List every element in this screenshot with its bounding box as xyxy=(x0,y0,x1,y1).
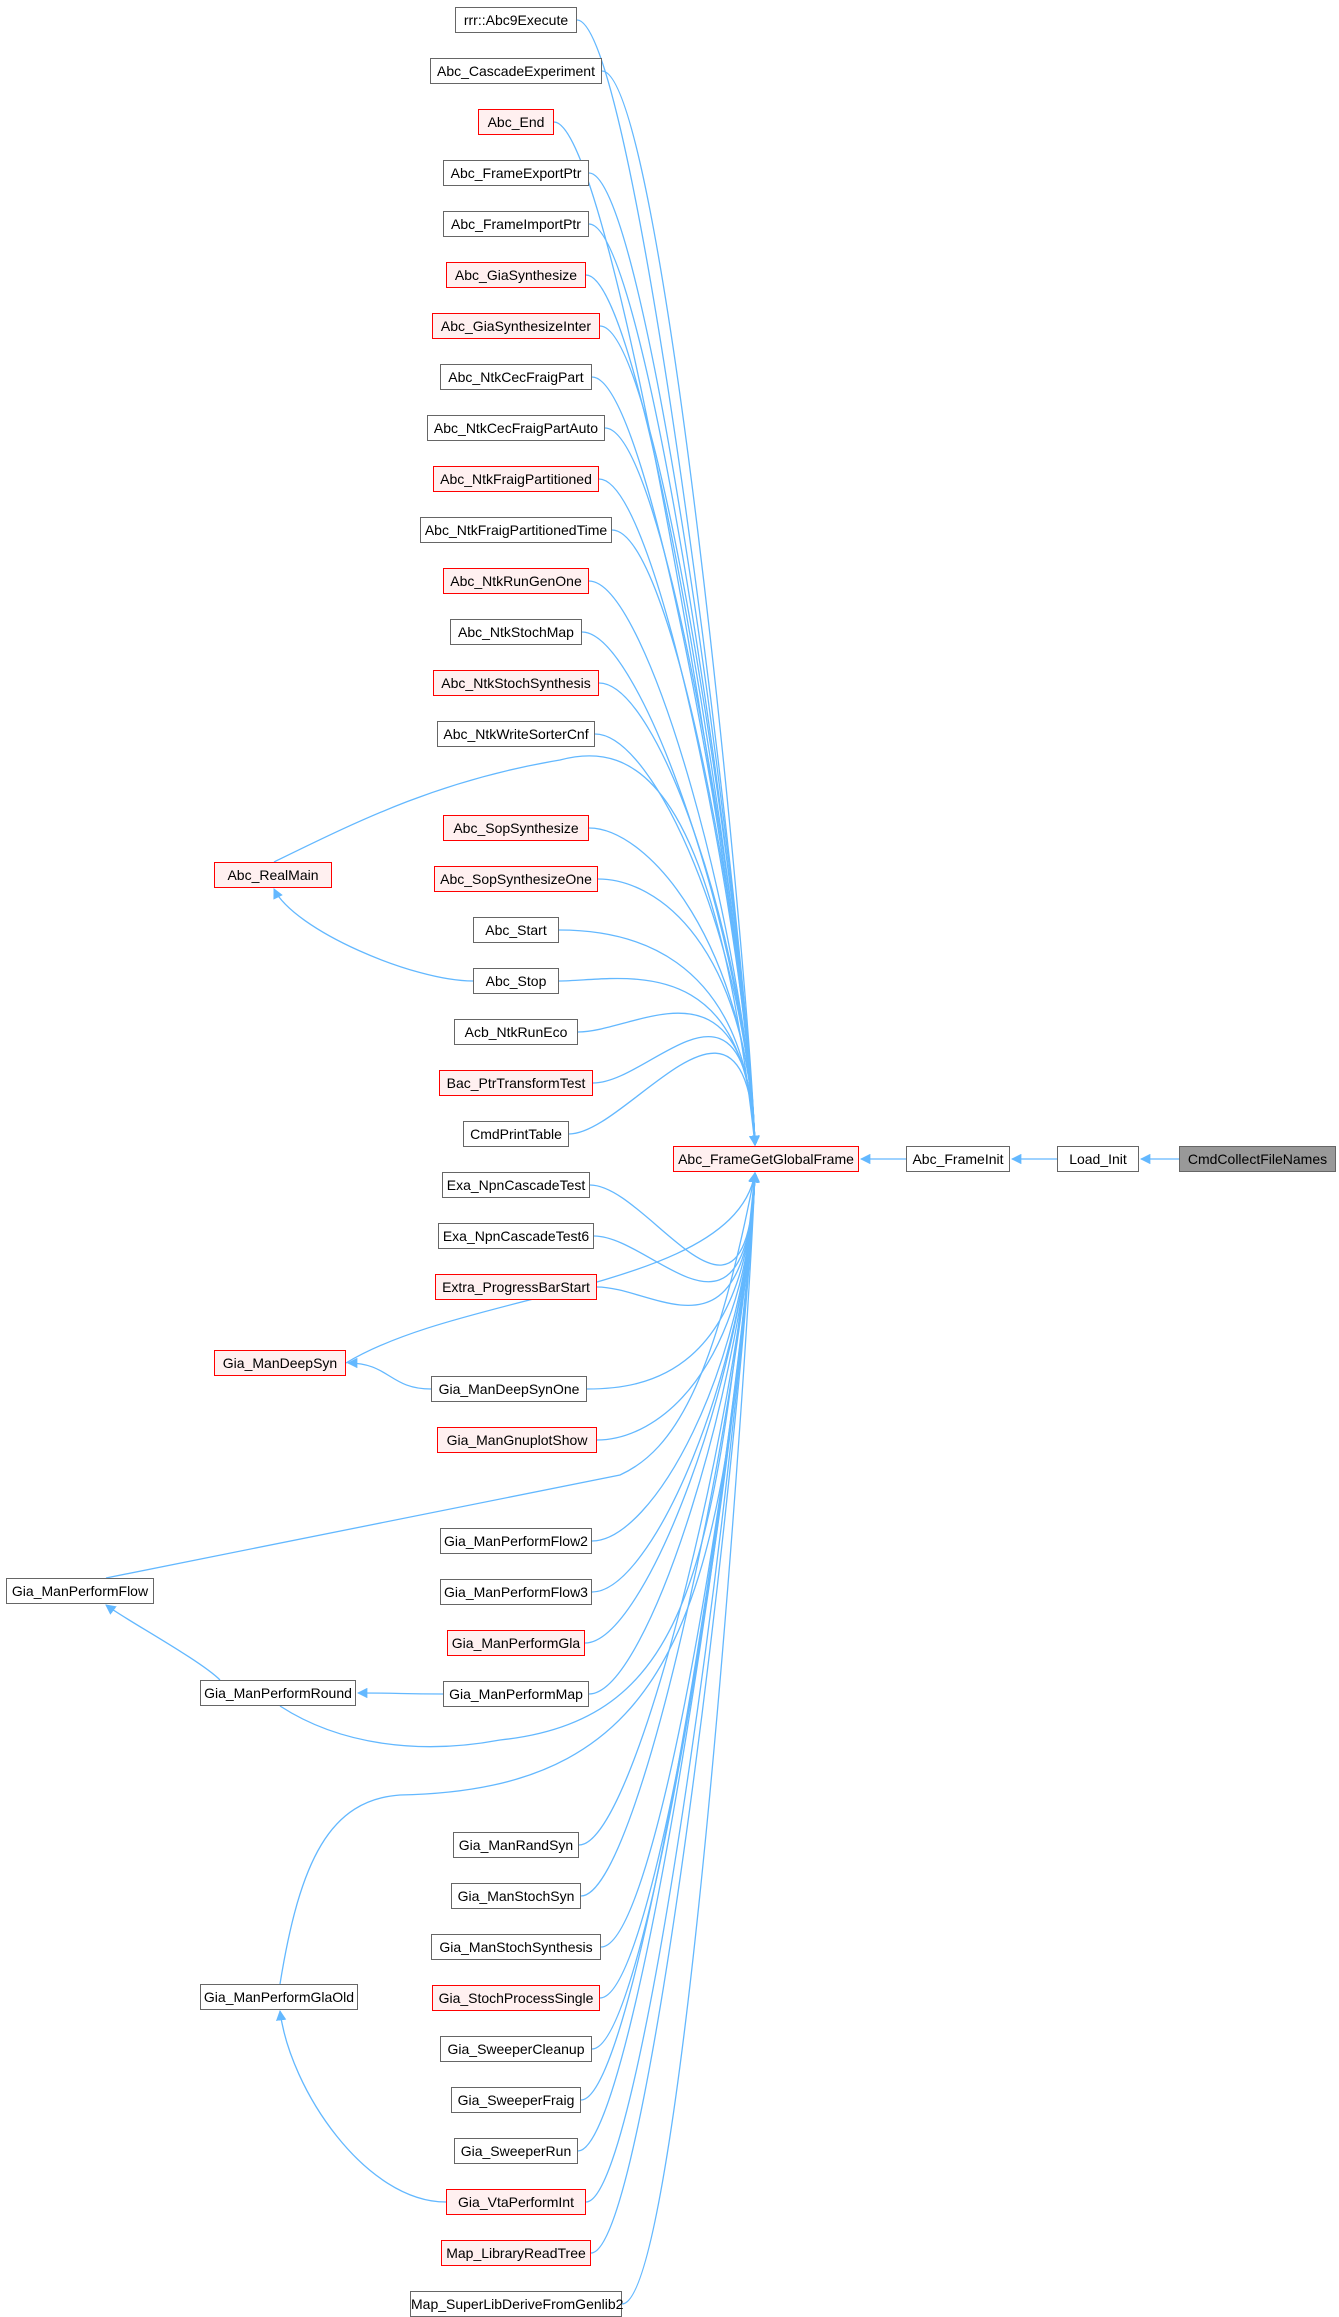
edge-superlib-to-getglobal xyxy=(621,1171,760,2305)
edge-realmain-to-stop xyxy=(273,888,474,982)
edge-cmdprint-to-getglobal xyxy=(568,1052,760,1147)
node-start[interactable]: Abc_Start xyxy=(473,917,559,943)
edge-sopsynone-to-getglobal xyxy=(597,878,760,1147)
node-performgla[interactable]: Gia_ManPerformGla xyxy=(447,1630,585,1656)
edge-fraigparttime-to-getglobal xyxy=(611,529,760,1147)
edge-deepsynone-to-deepsyn xyxy=(346,1357,432,1390)
edge-exanpn-to-getglobal xyxy=(589,1171,760,1266)
node-end[interactable]: Abc_End xyxy=(478,109,554,135)
edge-progress-to-getglobal xyxy=(596,1171,760,1306)
node-cecpart[interactable]: Abc_NtkCecFraigPart xyxy=(440,364,592,390)
node-vtaperform[interactable]: Gia_VtaPerformInt xyxy=(446,2189,586,2215)
edge-cecpartauto-to-getglobal xyxy=(604,427,760,1147)
edge-cascade-to-getglobal xyxy=(601,70,760,1147)
edge-performflow-to-getglobal xyxy=(105,1171,759,1579)
edges xyxy=(105,19,1179,2305)
node-performround[interactable]: Gia_ManPerformRound xyxy=(200,1680,356,1706)
node-getglobal[interactable]: Abc_FrameGetGlobalFrame xyxy=(673,1146,859,1172)
node-cmdprint[interactable]: CmdPrintTable xyxy=(463,1121,569,1147)
node-stochsynth[interactable]: Abc_NtkStochSynthesis xyxy=(433,670,599,696)
node-exanpn[interactable]: Exa_NpnCascadeTest xyxy=(442,1172,590,1198)
node-frameinit[interactable]: Abc_FrameInit xyxy=(906,1146,1010,1172)
node-stochsynthesis[interactable]: Gia_ManStochSynthesis xyxy=(431,1934,601,1960)
node-root[interactable]: CmdCollectFileNames xyxy=(1179,1146,1336,1172)
node-progress[interactable]: Extra_ProgressBarStart xyxy=(435,1274,597,1300)
node-swrun[interactable]: Gia_SweeperRun xyxy=(454,2138,578,2164)
node-performglaold[interactable]: Gia_ManPerformGlaOld xyxy=(200,1984,358,2010)
edge-rrr-to-getglobal xyxy=(576,19,760,1147)
edge-performmap-to-performround xyxy=(356,1687,444,1699)
node-stochproc[interactable]: Gia_StochProcessSingle xyxy=(432,1985,600,2011)
edge-bacptr-to-getglobal xyxy=(592,1035,760,1147)
node-performflow3[interactable]: Gia_ManPerformFlow3 xyxy=(440,1579,592,1605)
node-swfraig[interactable]: Gia_SweeperFraig xyxy=(451,2087,581,2113)
node-realmain[interactable]: Abc_RealMain xyxy=(214,862,332,888)
node-cecpartauto[interactable]: Abc_NtkCecFraigPartAuto xyxy=(427,415,605,441)
node-runeco[interactable]: Acb_NtkRunEco xyxy=(454,1019,578,1045)
node-fimport[interactable]: Abc_FrameImportPtr xyxy=(443,211,589,237)
edge-stop-to-getglobal xyxy=(558,977,760,1147)
node-sopsynone[interactable]: Abc_SopSynthesizeOne xyxy=(434,866,598,892)
edge-writesorter-to-getglobal xyxy=(594,733,760,1147)
node-fraigparttime[interactable]: Abc_NtkFraigPartitionedTime xyxy=(420,517,612,543)
node-deepsyn[interactable]: Gia_ManDeepSyn xyxy=(214,1350,346,1376)
node-stochmap[interactable]: Abc_NtkStochMap xyxy=(450,619,582,645)
edge-stochsynthesis-to-getglobal xyxy=(600,1171,760,1948)
node-performflow2[interactable]: Gia_ManPerformFlow2 xyxy=(440,1528,592,1554)
node-giasyn[interactable]: Abc_GiaSynthesize xyxy=(446,262,586,288)
edge-realmain-to-getglobal xyxy=(273,755,760,1147)
node-bacptr[interactable]: Bac_PtrTransformTest xyxy=(439,1070,593,1096)
node-performflow[interactable]: Gia_ManPerformFlow xyxy=(6,1578,154,1604)
node-rrr[interactable]: rrr::Abc9Execute xyxy=(455,7,577,33)
node-sopsyn[interactable]: Abc_SopSynthesize xyxy=(443,815,589,841)
edge-performglaold-to-vtaperform xyxy=(276,2009,447,2203)
node-fraigpart[interactable]: Abc_NtkFraigPartitioned xyxy=(433,466,599,492)
node-superlib[interactable]: Map_SuperLibDeriveFromGenlib2 xyxy=(410,2291,623,2317)
node-randsyn[interactable]: Gia_ManRandSyn xyxy=(453,1832,579,1858)
edge-performflow-to-performround xyxy=(105,1604,221,1681)
node-rungenone[interactable]: Abc_NtkRunGenOne xyxy=(443,568,589,594)
node-stop[interactable]: Abc_Stop xyxy=(473,968,559,994)
edge-performglaold-to-getglobal xyxy=(279,1171,760,1985)
edge-performgla-to-getglobal xyxy=(584,1171,760,1644)
edge-libread-to-getglobal xyxy=(590,1171,760,2254)
node-deepsynone[interactable]: Gia_ManDeepSynOne xyxy=(431,1376,587,1402)
edge-start-to-getglobal xyxy=(558,929,760,1147)
edge-exanpn6-to-getglobal xyxy=(593,1171,760,1283)
edge-deepsyn-to-getglobal xyxy=(345,1171,759,1364)
node-fexport[interactable]: Abc_FrameExportPtr xyxy=(443,160,589,186)
node-loadinit[interactable]: Load_Init xyxy=(1057,1146,1139,1172)
node-stochsyn[interactable]: Gia_ManStochSyn xyxy=(451,1883,581,1909)
edge-performround-to-getglobal xyxy=(279,1171,760,1748)
node-swcleanup[interactable]: Gia_SweeperCleanup xyxy=(440,2036,592,2062)
edge-vtaperform-to-getglobal xyxy=(585,1171,760,2203)
node-performmap[interactable]: Gia_ManPerformMap xyxy=(443,1681,589,1707)
node-writesorter[interactable]: Abc_NtkWriteSorterCnf xyxy=(437,721,595,747)
node-exanpn6[interactable]: Exa_NpnCascadeTest6 xyxy=(438,1223,594,1249)
node-gnuplot[interactable]: Gia_ManGnuplotShow xyxy=(437,1427,597,1453)
node-giasyninter[interactable]: Abc_GiaSynthesizeInter xyxy=(432,313,600,339)
edge-stochsyn-to-getglobal xyxy=(580,1171,760,1897)
edge-fimport-to-getglobal xyxy=(588,223,760,1147)
node-libread[interactable]: Map_LibraryReadTree xyxy=(441,2240,591,2266)
node-cascade[interactable]: Abc_CascadeExperiment xyxy=(430,58,602,84)
edge-deepsynone-to-getglobal xyxy=(586,1171,760,1390)
edge-gnuplot-to-getglobal xyxy=(596,1171,760,1441)
